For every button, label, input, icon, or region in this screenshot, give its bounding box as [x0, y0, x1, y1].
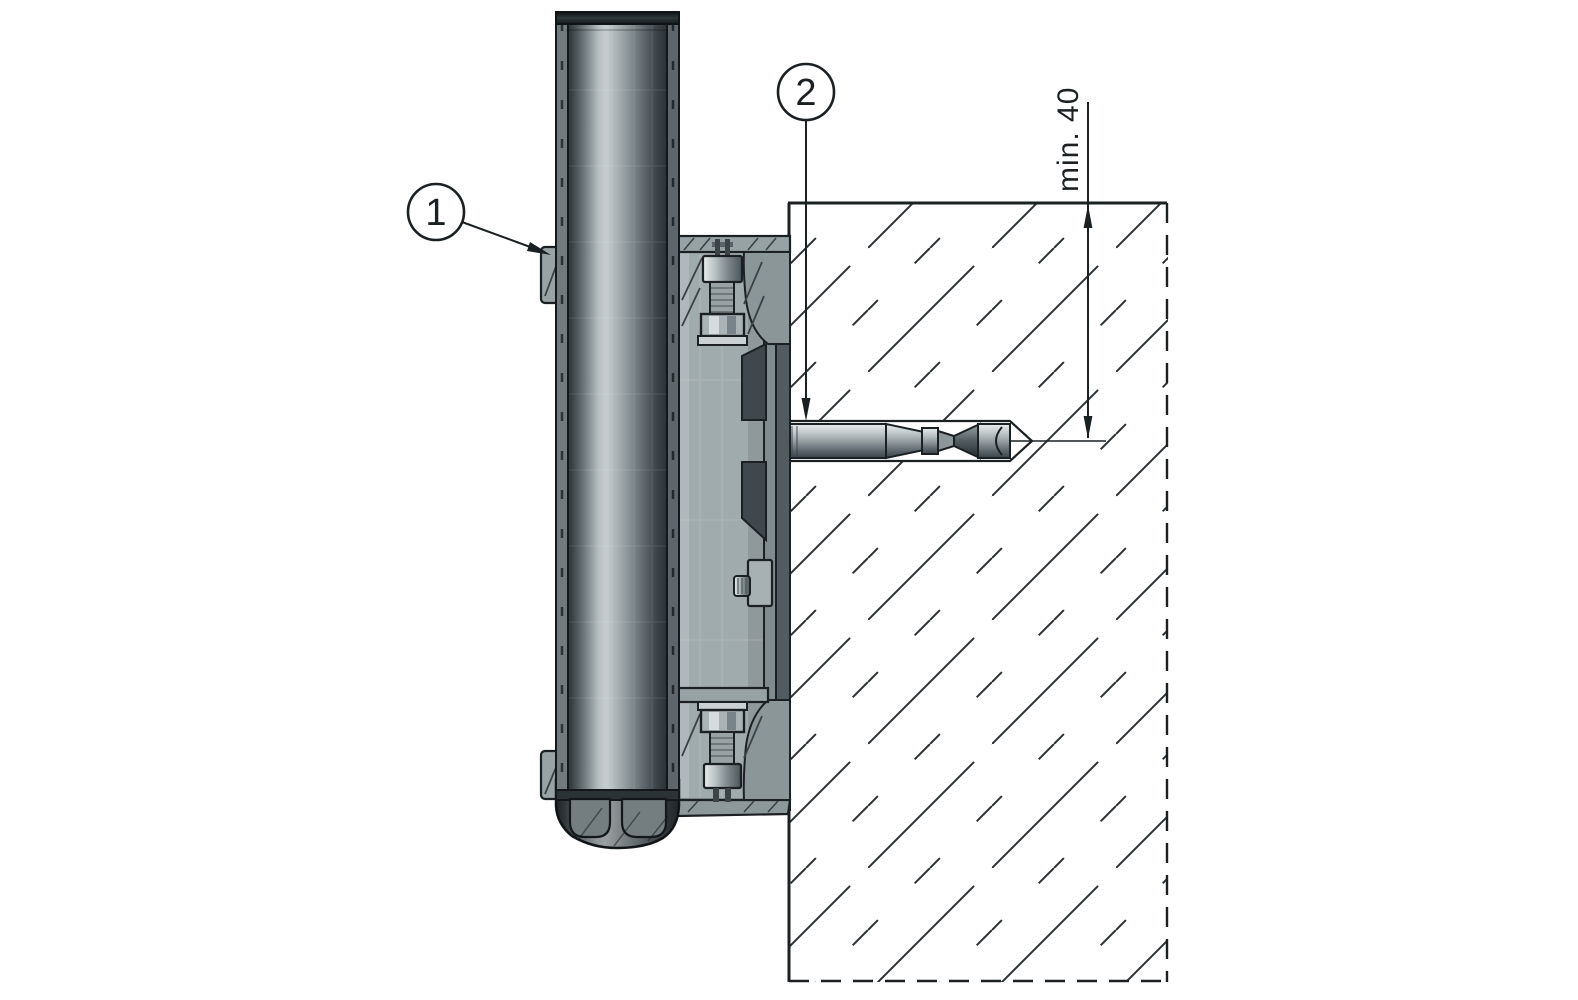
anchor-tip-sleeve	[977, 423, 1011, 459]
anchor-collar	[921, 427, 939, 455]
top-bolt-threads	[711, 287, 733, 313]
bottom-bolt-prong-left	[713, 788, 719, 802]
callout-1-label: 1	[425, 192, 446, 234]
pole-seam-left	[555, 11, 569, 797]
bracket-bottom-plate-hatch	[687, 800, 779, 813]
bottom-bolt-washer	[697, 701, 748, 711]
bracket-top-plate	[676, 234, 792, 254]
bottom-bolt-threads	[711, 737, 733, 757]
top-bolt-washer	[697, 335, 748, 346]
callout-1-arrowhead	[527, 242, 551, 255]
pole-seam-right	[666, 11, 680, 797]
top-bolt-nut-facet	[709, 316, 719, 334]
mid-stud	[733, 558, 774, 608]
dimension-arrow-top	[1083, 205, 1093, 228]
top-bolt-prong-right	[725, 239, 730, 257]
top-bolt-head	[701, 254, 744, 284]
top-bolt-shaft	[709, 281, 735, 317]
wall-hatch	[790, 204, 1168, 982]
pole-bottom-notch-left	[568, 797, 612, 839]
bracket-panel-highlight	[680, 252, 689, 798]
mid-stud-block	[746, 558, 774, 608]
pole-bottom-notch-right	[620, 797, 668, 839]
bottom-bolt-prong-right	[725, 788, 731, 802]
top-bolt-prong-left	[715, 239, 720, 257]
bottom-bolt-plate	[676, 686, 770, 704]
top-bolt-crossbar	[712, 242, 733, 247]
bottom-bolt-shaft	[709, 731, 735, 765]
mounting-bracket	[676, 234, 792, 818]
top-bolt-nut	[699, 312, 746, 338]
callout-1: 1	[406, 182, 551, 255]
mid-stud-threads	[737, 578, 747, 594]
callout-2-label: 2	[795, 72, 816, 114]
bracket-bottom-plate	[676, 798, 792, 818]
callout-1-balloon	[406, 182, 466, 242]
bottom-clamp-bolt	[676, 686, 770, 802]
pole-cylinder	[566, 14, 667, 796]
pole-bottom-band	[555, 789, 680, 801]
top-clamp-bolt	[697, 239, 748, 346]
bottom-bolt-nut	[699, 708, 746, 734]
bracket-web-below-anchor	[741, 461, 767, 543]
callout-1-leader	[461, 221, 534, 249]
callout-2-arrowhead	[801, 398, 811, 421]
bracket-top-plate-hatch	[683, 237, 777, 251]
dimension-label: min. 40	[1052, 87, 1085, 192]
bracket-section-hatch-top	[681, 257, 765, 335]
pole-top-cap	[555, 11, 680, 25]
bracket-section-hatch-bottom	[681, 713, 763, 759]
pole	[539, 11, 681, 850]
bottom-bolt-nut-facet	[709, 712, 719, 730]
bottom-bolt-nut-facet-dark	[727, 712, 736, 730]
bracket-web-above-anchor	[741, 342, 767, 421]
bottom-bolt-sleeve	[702, 762, 743, 790]
anchor-tip-cup-line	[995, 426, 1003, 456]
pole-surface-grid	[566, 14, 667, 796]
dimension-min-embedment: min. 40	[1052, 87, 1093, 439]
wall-section	[787, 201, 1169, 983]
pole-bottom-section-lines	[577, 807, 669, 847]
top-bolt-nut-facet-dark	[727, 316, 736, 334]
callout-2-balloon	[776, 62, 836, 122]
callout-2: 2	[776, 62, 836, 421]
bracket-rib-upper	[742, 251, 791, 345]
dimension-arrow-bottom	[1083, 416, 1093, 439]
